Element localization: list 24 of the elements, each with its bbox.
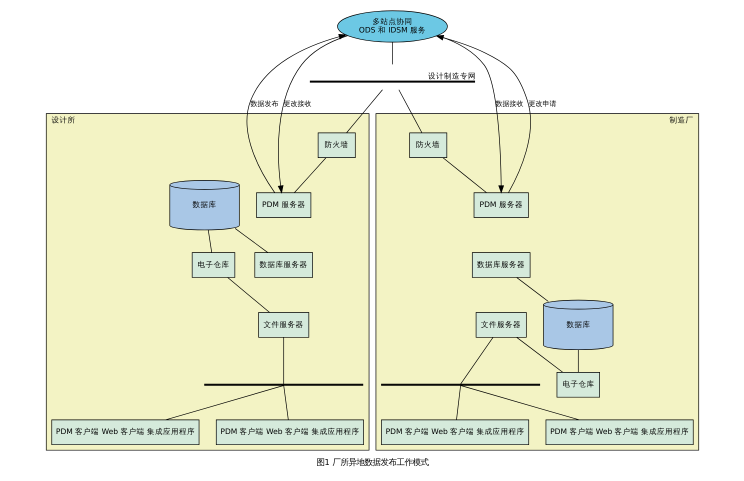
connector <box>456 385 460 420</box>
connector <box>164 385 284 420</box>
node-bar <box>204 384 363 386</box>
connector <box>516 337 563 373</box>
arrow <box>246 34 347 194</box>
connector <box>460 337 493 384</box>
connector <box>282 385 288 420</box>
node-bar <box>380 384 540 386</box>
connector <box>460 385 579 420</box>
arrow <box>436 35 504 194</box>
node-bar <box>309 80 475 83</box>
connector <box>577 349 578 373</box>
connector <box>346 89 382 134</box>
connector <box>226 277 270 313</box>
caption: 图1 厂所异地数据发布工作模式 <box>316 457 428 468</box>
connector <box>516 277 548 302</box>
connector <box>442 157 486 193</box>
arrow <box>277 35 348 194</box>
connector <box>398 89 422 134</box>
connector <box>294 157 326 193</box>
connector <box>207 230 212 253</box>
connector <box>234 228 268 253</box>
connector <box>282 337 284 384</box>
arrow <box>434 34 530 193</box>
